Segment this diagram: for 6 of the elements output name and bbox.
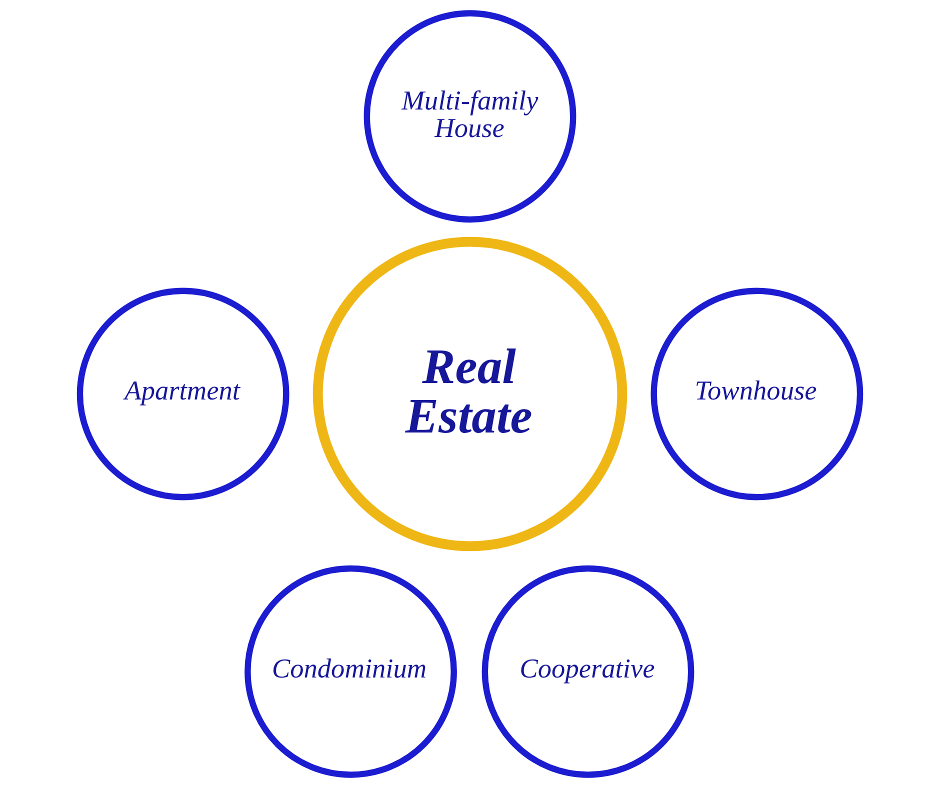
node-circle: Townhouse	[650, 288, 864, 500]
node-circle: Cooperative	[482, 565, 694, 778]
node-circle: Real Estate	[312, 236, 628, 552]
node-circle: Apartment	[76, 288, 290, 500]
node-circle: Multi-family House	[364, 10, 576, 223]
node-circle: Condominium	[244, 565, 457, 778]
